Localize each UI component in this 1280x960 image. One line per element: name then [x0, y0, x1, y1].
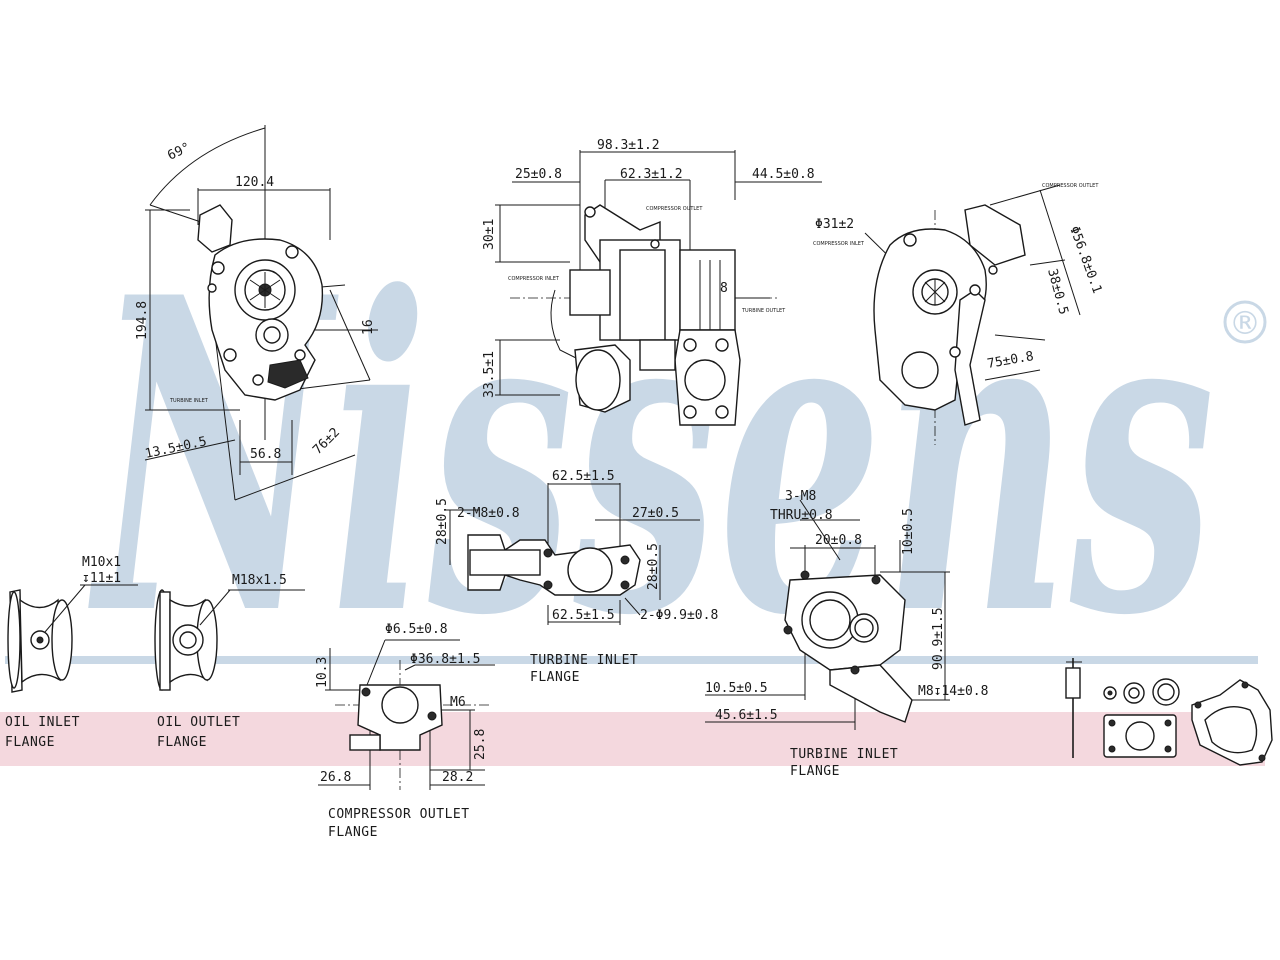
- tif2-right-top: 10±0.5: [901, 508, 916, 555]
- width-label: 120.4: [235, 175, 274, 190]
- cof-hole: Φ6.5±0.8: [385, 622, 448, 637]
- turb-outlet-note: TURBINE OUTLET: [741, 308, 786, 314]
- oil-in-label-1: OIL INLET: [5, 715, 80, 730]
- cof-right-h: 25.8: [473, 729, 488, 760]
- cof-label-1: COMPRESSOR OUTLET: [328, 807, 470, 822]
- oil-out-thread: M18x1.5: [232, 573, 287, 588]
- total-width: 98.3±1.2: [597, 138, 660, 153]
- registered-mark: ®: [1229, 304, 1261, 342]
- turbine-inlet-flange-1: 62.5±1.5 2-M8±0.8 27±0.5 28±0.5 28±0.5 6…: [435, 469, 718, 685]
- comp-inlet-note: COMPRESSOR INLET: [508, 276, 560, 282]
- tif2-label-2: FLANGE: [790, 764, 840, 779]
- tif1-holes2: 2-Φ9.9±0.8: [640, 608, 718, 623]
- cof-label-2: FLANGE: [328, 825, 378, 840]
- oil-inlet-flange: M10x1 ↧11±1 OIL INLET FLANGE: [5, 555, 138, 750]
- tif2-left-1: 10.5±0.5: [705, 681, 768, 696]
- cof-bottom-left: 26.8: [320, 770, 351, 785]
- turbine-inlet-flange-2: 3-M8 THRU±0.8 20±0.8 10±0.5 90.9±1.5 10.…: [705, 489, 988, 779]
- right-width: 44.5±0.8: [752, 167, 815, 182]
- oil-in-depth: ↧11±1: [82, 571, 121, 586]
- pink-band: [0, 712, 1265, 766]
- tif2-thru-2: THRU±0.8: [770, 508, 833, 523]
- tif1-label-2: FLANGE: [530, 670, 580, 685]
- registered-circle: [1223, 300, 1267, 344]
- dia-label: Φ31±2: [815, 217, 854, 232]
- tif2-right-h: 90.9±1.5: [931, 607, 946, 670]
- comp-inlet-right-note: COMPRESSOR INLET: [813, 241, 865, 247]
- dim-b-label: 56.8: [250, 447, 281, 462]
- comp-outlet-note: COMPRESSOR OUTLET: [646, 206, 703, 212]
- left-width: 25±0.8: [515, 167, 562, 182]
- oil-out-label-2: FLANGE: [157, 735, 207, 750]
- cof-bore: Φ36.8±1.5: [410, 652, 480, 667]
- angle-label: 69°: [165, 140, 193, 164]
- oil-in-label-2: FLANGE: [5, 735, 55, 750]
- top-height: 30±1: [482, 219, 497, 250]
- tif2-top: 20±0.8: [815, 533, 862, 548]
- oil-in-thread: M10x1: [82, 555, 121, 570]
- comp-outlet-right-note: COMPRESSOR OUTLET: [1042, 183, 1099, 189]
- bottom-height: 33.5±1: [482, 351, 497, 398]
- tif1-left-h: 28±0.5: [435, 498, 450, 545]
- oil-out-label-1: OIL OUTLET: [157, 715, 240, 730]
- tif1-bottom: 62.5±1.5: [552, 608, 615, 623]
- tif2-left-2: 45.6±1.5: [715, 708, 778, 723]
- cof-bolt: M6: [450, 695, 466, 710]
- gasket-kit: [1065, 658, 1273, 766]
- tif2-bolt: M8↧14±0.8: [918, 684, 988, 699]
- small-dim: 8: [720, 281, 728, 296]
- view-top-center: 98.3±1.2 25±0.8 62.3±1.2 44.5±0.8 30±1 3…: [482, 138, 822, 426]
- mid-width: 62.3±1.2: [620, 167, 683, 182]
- tif1-small-h: 28±0.5: [646, 543, 661, 590]
- tif1-holes: 2-M8±0.8: [457, 506, 520, 521]
- compressor-outlet-flange: Φ6.5±0.8 Φ36.8±1.5 10.3 M6 25.8 26.8 28.…: [315, 622, 495, 840]
- tif1-right: 27±0.5: [632, 506, 679, 521]
- tif2-label-1: TURBINE INLET: [790, 747, 898, 762]
- tif1-label-1: TURBINE INLET: [530, 653, 638, 668]
- height-label: 194.8: [135, 301, 150, 340]
- tif2-thru-1: 3-M8: [785, 489, 816, 504]
- cof-bottom-right: 28.2: [442, 770, 473, 785]
- tif1-top: 62.5±1.5: [552, 469, 615, 484]
- view-top-left: 69° 120.4 194.8 16 13.5±0.5 56.8 76±2 TU…: [135, 125, 378, 501]
- offset-label: 16: [361, 319, 376, 335]
- oil-outlet-flange: M18x1.5 OIL OUTLET FLANGE: [154, 573, 305, 750]
- cof-left-h: 10.3: [315, 657, 330, 688]
- turbine-note: TURBINE INLET: [169, 398, 209, 404]
